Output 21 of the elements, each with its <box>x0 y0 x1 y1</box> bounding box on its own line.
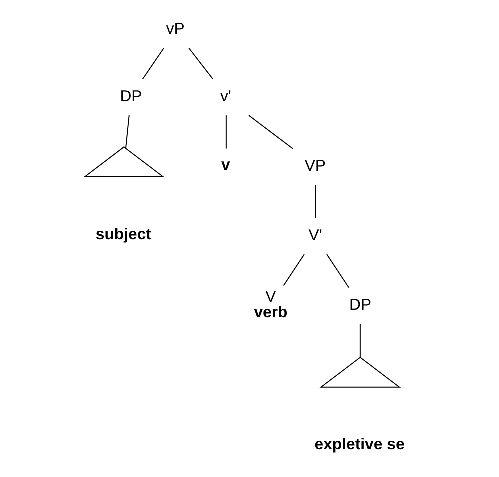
node-text: DP <box>120 88 142 106</box>
connector <box>326 254 350 288</box>
node-label: expletive se <box>314 436 405 454</box>
connector <box>315 184 316 219</box>
node-label: subject <box>96 226 152 244</box>
node-text: VP <box>304 158 326 175</box>
node-text: V' <box>308 227 322 244</box>
node-text: vP <box>166 20 185 38</box>
node-text: DP <box>350 296 372 314</box>
connector <box>248 115 294 150</box>
connector <box>126 115 130 149</box>
connector <box>188 48 214 80</box>
node-text: v' <box>220 88 232 106</box>
node-text: v <box>221 156 230 174</box>
node-triangle <box>84 146 165 178</box>
connector <box>360 324 361 358</box>
connector <box>283 254 305 286</box>
node-text: V verb <box>254 288 288 322</box>
node-triangle <box>320 357 402 388</box>
connector <box>142 48 165 80</box>
connector <box>226 115 227 150</box>
